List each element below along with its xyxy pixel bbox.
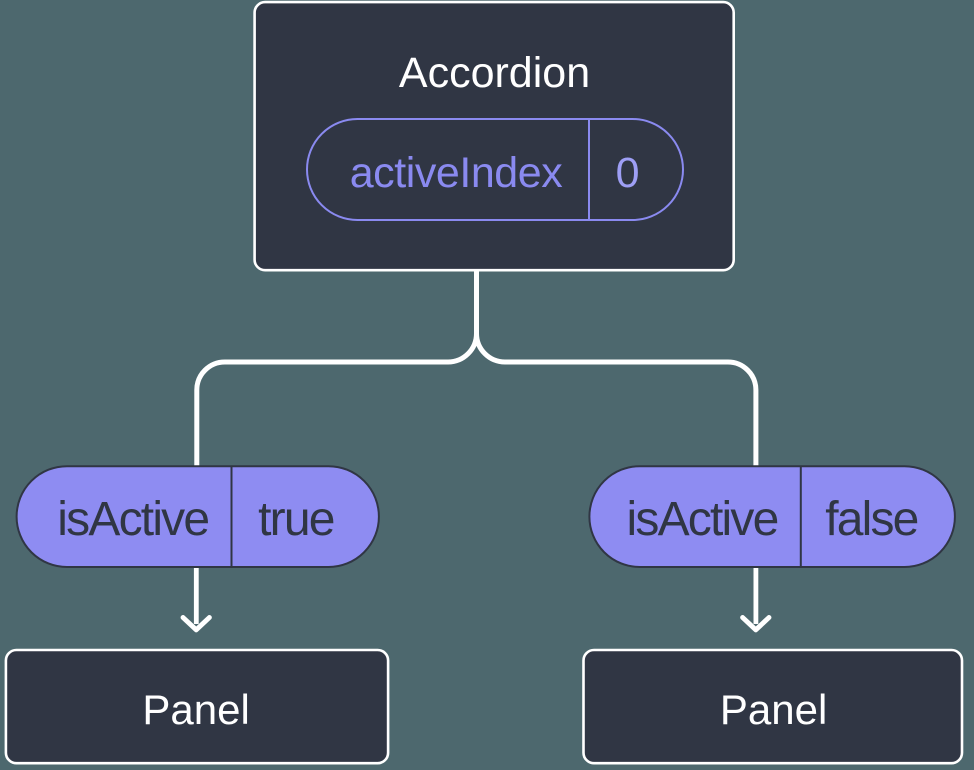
svg-text:0: 0 — [616, 149, 640, 197]
svg-text:isActive: isActive — [627, 493, 778, 546]
svg-text:Panel: Panel — [142, 686, 249, 733]
svg-text:false: false — [825, 493, 917, 546]
svg-text:Accordion: Accordion — [399, 49, 590, 97]
svg-text:activeIndex: activeIndex — [350, 149, 564, 197]
svg-text:isActive: isActive — [57, 493, 208, 546]
svg-text:true: true — [258, 493, 334, 546]
svg-text:Panel: Panel — [720, 686, 827, 733]
